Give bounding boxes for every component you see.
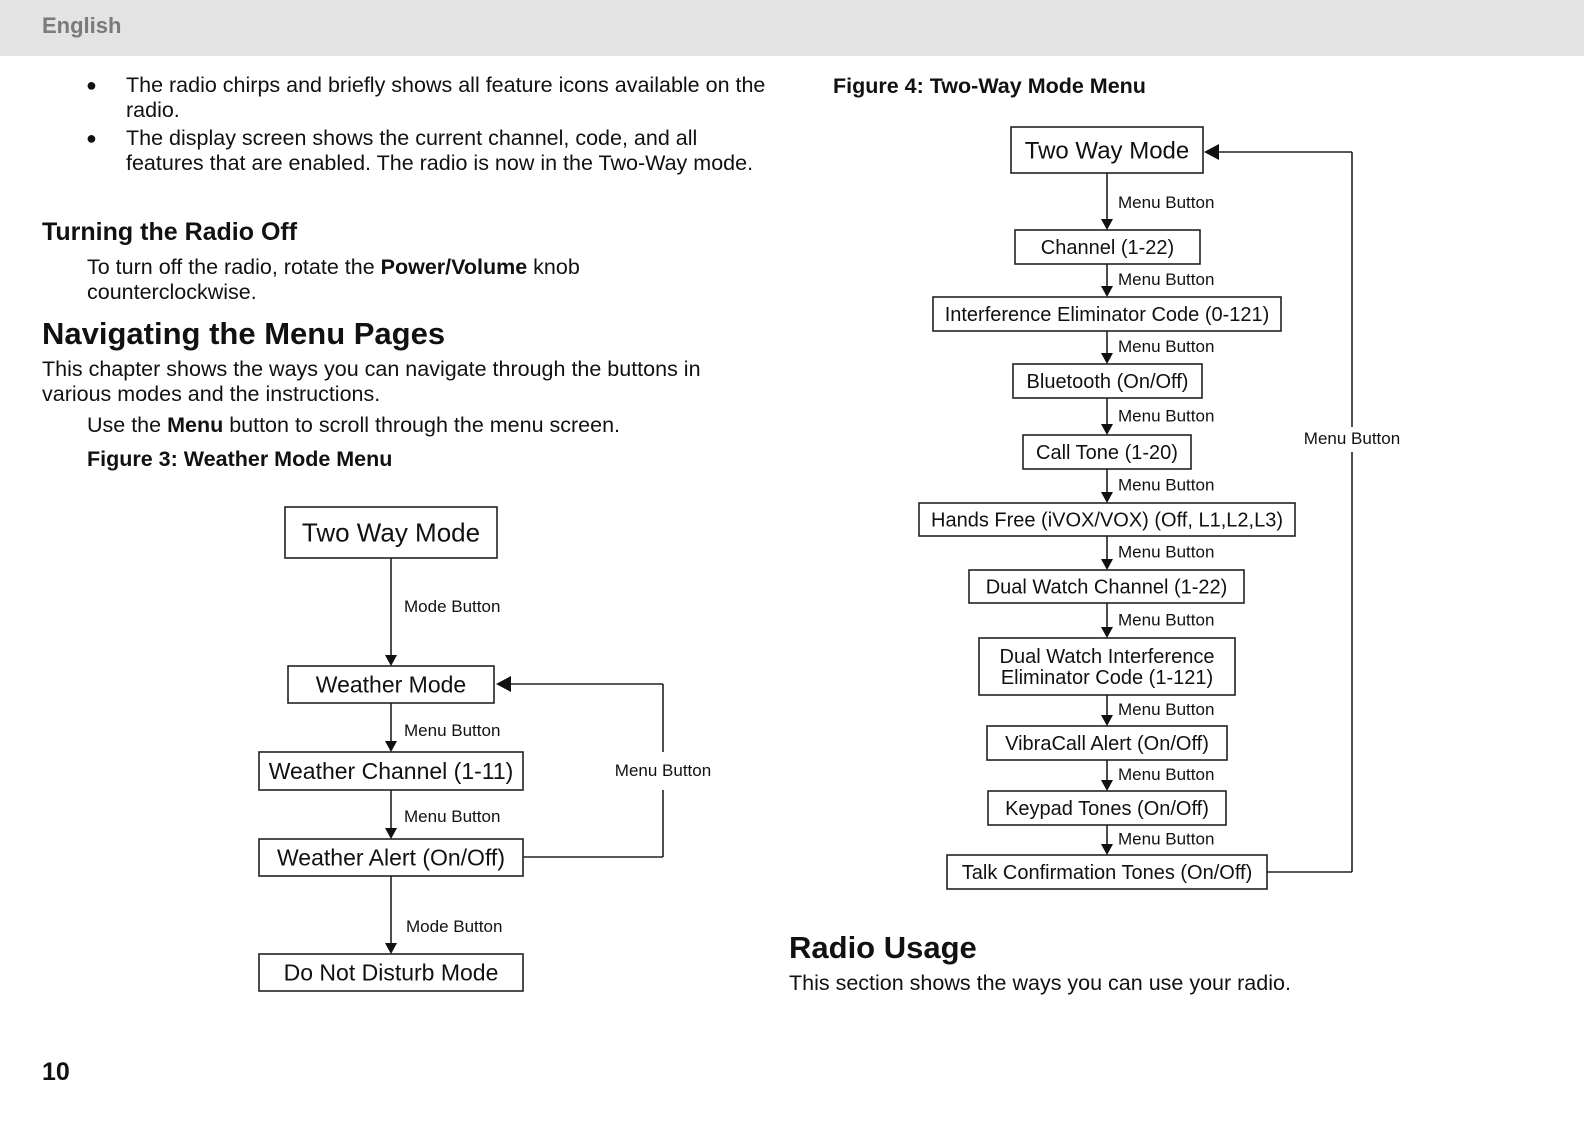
edge-label: Menu Button	[404, 721, 500, 740]
navigating-intro: This chapter shows the ways you can navi…	[42, 357, 701, 406]
hands-free-node-box	[918, 502, 1296, 537]
list-item: ● The radio chirps and briefly shows all…	[86, 73, 776, 122]
do-not-disturb-node-label: Do Not Disturb Mode	[284, 960, 499, 986]
list-item: ● The display screen shows the current c…	[86, 126, 776, 175]
edge-label: Mode Button	[406, 917, 502, 936]
talk-confirmation-tones-node-label: Talk Confirmation Tones (On/Off)	[962, 862, 1253, 884]
edge-label: Menu Button	[1118, 406, 1214, 425]
arrow-down-icon	[1101, 780, 1113, 791]
edge-label: Menu Button	[404, 807, 500, 826]
weather-alert-node-label: Weather Alert (On/Off)	[277, 845, 505, 871]
bullet-text: The radio chirps and briefly shows all f…	[126, 73, 766, 122]
arrow-down-icon	[1101, 219, 1113, 230]
page-number: 10	[42, 1058, 70, 1086]
call-tone-node-box	[1022, 434, 1192, 470]
turning-off-paragraph: To turn off the radio, rotate the Power/…	[87, 255, 687, 304]
interference-eliminator-code-node-label: Interference Eliminator Code (0-121)	[945, 304, 1270, 326]
dual-watch-iec-node-label: Eliminator Code (1-121)	[1001, 667, 1213, 689]
arrow-down-icon	[1101, 844, 1113, 855]
turning-off-heading: Turning the Radio Off	[42, 218, 298, 246]
figure4-caption: Figure 4: Two-Way Mode Menu	[833, 74, 1146, 98]
channel-node-box	[1014, 229, 1201, 265]
vibracall-alert-node-box	[986, 725, 1228, 761]
header-band	[0, 0, 1584, 56]
bullet-icon: ●	[86, 128, 97, 148]
edge-label: Menu Button	[615, 761, 711, 780]
arrow-down-icon	[1101, 559, 1113, 570]
edge-label: Mode Button	[404, 597, 500, 616]
weather-mode-node-box	[287, 665, 495, 704]
intro-bullet-list: ● The radio chirps and briefly shows all…	[86, 73, 776, 179]
bluetooth-node-label: Bluetooth (On/Off)	[1027, 371, 1189, 393]
two-way-mode-node-box	[284, 506, 498, 559]
call-tone-node-label: Call Tone (1-20)	[1036, 442, 1178, 464]
bullet-text: The display screen shows the current cha…	[126, 126, 754, 175]
arrow-down-icon	[1101, 492, 1113, 503]
power-volume-term: Power/Volume	[380, 255, 528, 279]
arrow-down-icon	[1101, 286, 1113, 297]
channel-node-label: Channel (1-22)	[1041, 237, 1174, 259]
edge-label: Menu Button	[1118, 337, 1214, 356]
vibracall-alert-node-label: VibraCall Alert (On/Off)	[1005, 733, 1209, 755]
edge-label: Menu Button	[1118, 765, 1214, 784]
menu-instruction-text-end: button to scroll through the menu screen…	[223, 413, 621, 437]
arrow-down-icon	[1101, 424, 1113, 435]
weather-channel-node-label: Weather Channel (1-11)	[269, 758, 514, 784]
turning-off-text: To turn off the radio, rotate the	[87, 255, 381, 279]
do-not-disturb-node-box	[258, 953, 524, 992]
dual-watch-iec-node-box	[978, 637, 1236, 696]
radio-usage-heading: Radio Usage	[789, 930, 977, 965]
arrow-down-icon	[385, 741, 397, 752]
two-way-mode-node-label: Two Way Mode	[302, 518, 480, 548]
two-way-mode-node-label: Two Way Mode	[1025, 137, 1190, 164]
menu-instruction: Use the Menu button to scroll through th…	[87, 413, 787, 438]
keypad-tones-node-box	[987, 790, 1227, 826]
edge-label: Menu Button	[1118, 543, 1214, 562]
edge-label: Menu Button	[1304, 429, 1400, 448]
dual-watch-channel-node-label: Dual Watch Channel (1-22)	[986, 577, 1228, 599]
navigating-heading: Navigating the Menu Pages	[42, 316, 446, 351]
figure3-caption: Figure 3: Weather Mode Menu	[87, 447, 393, 471]
dual-watch-channel-node-box	[968, 569, 1245, 604]
arrow-down-icon	[385, 943, 397, 954]
edge-label: Menu Button	[1118, 270, 1214, 289]
arrow-down-icon	[1101, 353, 1113, 364]
edge-label: Menu Button	[1118, 829, 1214, 848]
arrow-down-icon	[1101, 627, 1113, 638]
bullet-icon: ●	[86, 75, 97, 95]
arrow-left-icon	[496, 676, 511, 692]
dual-watch-iec-node-label: Dual Watch Interference	[1000, 646, 1215, 668]
turning-off-text-end: knob counterclockwise.	[87, 255, 580, 304]
hands-free-node-label: Hands Free (iVOX/VOX) (Off, L1,L2,L3)	[931, 510, 1283, 532]
bluetooth-node-box	[1012, 363, 1203, 399]
language-label: English	[42, 13, 122, 38]
edge-label: Menu Button	[1118, 610, 1214, 629]
radio-usage-text: This section shows the ways you can use …	[789, 971, 1291, 995]
menu-term: Menu	[167, 413, 224, 437]
arrow-left-icon	[1204, 144, 1219, 160]
edge-label: Menu Button	[1118, 193, 1214, 212]
menu-instruction-text: Use the	[87, 413, 168, 437]
arrow-down-icon	[1101, 715, 1113, 726]
keypad-tones-node-label: Keypad Tones (On/Off)	[1005, 798, 1209, 820]
edge-label: Menu Button	[1118, 476, 1214, 495]
weather-mode-node-label: Weather Mode	[316, 672, 466, 698]
edge-label: Menu Button	[1118, 700, 1214, 719]
arrow-down-icon	[385, 828, 397, 839]
arrow-down-icon	[385, 655, 397, 666]
